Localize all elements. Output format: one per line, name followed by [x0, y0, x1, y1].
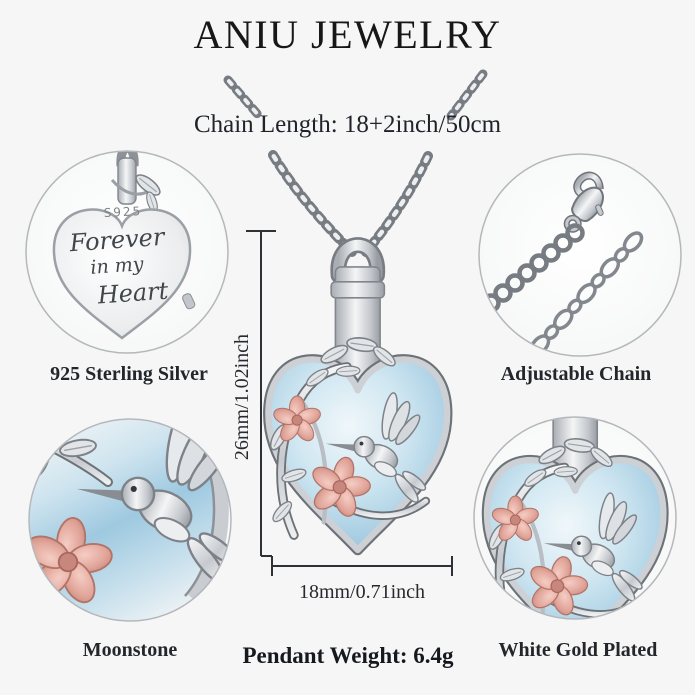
brand-title: ANIU JEWELRY [193, 12, 502, 57]
pendant-weight-label: Pendant Weight: 6.4g [242, 643, 454, 668]
caption-sterling-silver: 925 Sterling Silver [50, 363, 208, 385]
extender-chain-art [529, 231, 644, 356]
plating-inset [473, 416, 677, 620]
caption-moonstone: Moonstone [82, 639, 178, 661]
lobster-clasp-icon [563, 171, 604, 233]
pendant-height-label: 26mm/1.02inch [231, 333, 253, 461]
pendant-width-label: 18mm/0.71inch [298, 581, 426, 603]
caption-white-gold-plated: White Gold Plated [498, 639, 658, 661]
moonstone-inset [28, 418, 232, 622]
dimension-lines [246, 230, 453, 576]
chain-length-label: Chain Length: 18+2inch/50cm [193, 111, 502, 138]
pendant-back-inset [25, 150, 229, 354]
caption-adjustable-chain: Adjustable Chain [500, 363, 652, 385]
main-chain-art [223, 69, 488, 257]
clasp-inset [478, 153, 682, 357]
pendant-back-plate [52, 208, 192, 340]
